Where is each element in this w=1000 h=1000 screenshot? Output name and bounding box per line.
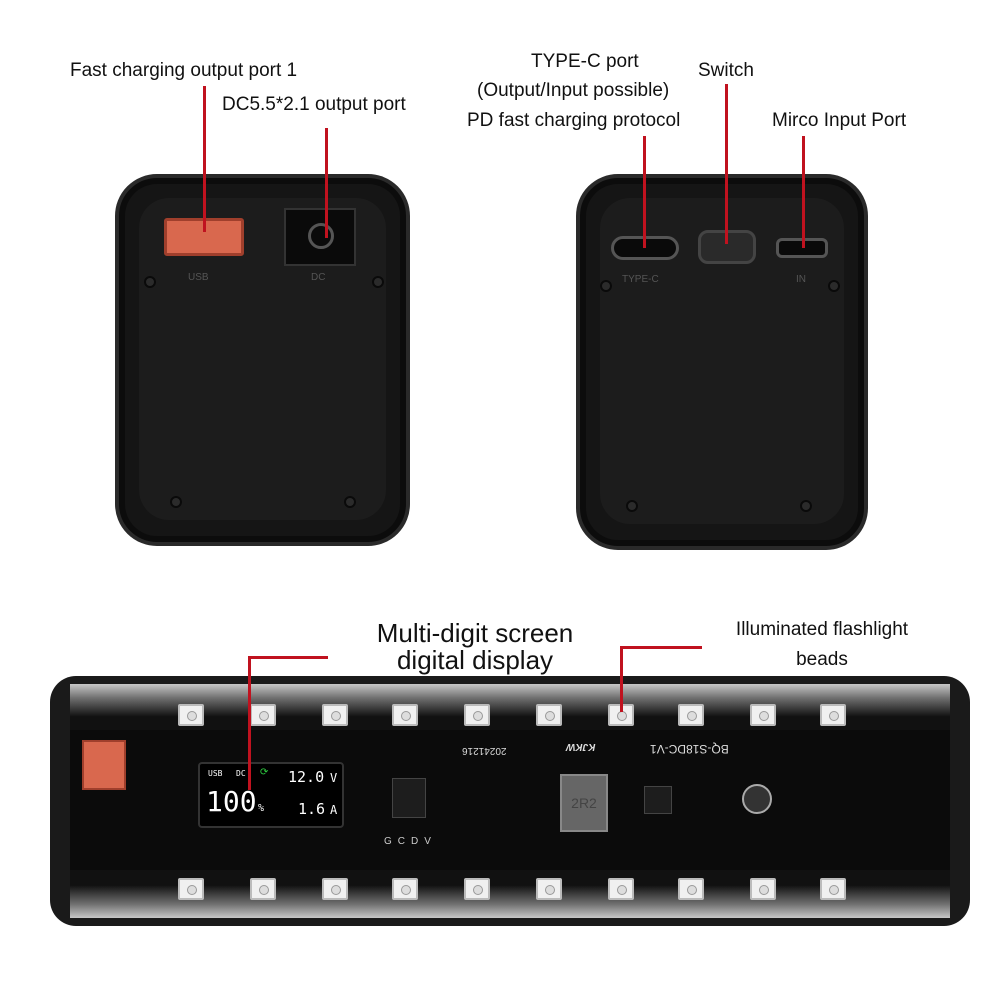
chip: [644, 786, 672, 814]
led-bead: [678, 704, 704, 726]
screw-icon: [828, 280, 840, 292]
label-display-line2: digital display: [396, 645, 554, 675]
dc-barrel-port: [284, 208, 356, 266]
pin-labels: G C D V: [384, 836, 431, 848]
display-current: 1.6: [298, 800, 326, 818]
label-beads-line2: beads: [796, 649, 848, 670]
display-percent: 100: [206, 785, 257, 818]
usb-a-port-pcb: [82, 740, 126, 790]
silk-date: 20241216: [462, 745, 507, 756]
led-bead: [392, 704, 418, 726]
led-bead: [608, 878, 634, 900]
pin-v: V: [424, 836, 431, 847]
led-bead: [250, 878, 276, 900]
display-percent-unit: %: [258, 803, 265, 814]
led-bead: [464, 704, 490, 726]
led-bead: [678, 878, 704, 900]
silk-dc: DC: [311, 272, 326, 283]
led-bead: [250, 704, 276, 726]
digital-display: USB DC ⟳ 100 % 12.0 V 1.6 A: [198, 762, 344, 828]
screw-icon: [626, 500, 638, 512]
callout-line: [248, 656, 251, 790]
led-bead: [536, 878, 562, 900]
silk-typec: TYPE-C: [622, 274, 659, 285]
label-dc-output-port: DC5.5*2.1 output port: [222, 94, 406, 115]
led-bead: [464, 878, 490, 900]
capacitor: [742, 784, 772, 814]
charging-icon: ⟳: [260, 767, 269, 778]
label-fast-charging-port: Fast charging output port 1: [70, 60, 298, 81]
led-bead: [322, 704, 348, 726]
pin-g: G: [384, 836, 392, 847]
pin-d: D: [411, 836, 419, 847]
silk-in: IN: [796, 274, 806, 285]
display-current-unit: A: [330, 803, 338, 817]
led-bead: [820, 704, 846, 726]
pin-c: C: [397, 836, 406, 847]
led-bead: [178, 704, 204, 726]
label-typec-line1: TYPE-C port: [531, 51, 639, 72]
display-dc: DC: [236, 769, 246, 778]
screw-icon: [144, 276, 156, 288]
led-bead: [750, 878, 776, 900]
callout-line: [325, 128, 328, 238]
callout-line: [802, 136, 805, 248]
callout-line: [620, 646, 623, 712]
callout-line: [620, 646, 702, 649]
led-bead: [820, 878, 846, 900]
screw-icon: [170, 496, 182, 508]
callout-line: [725, 84, 728, 244]
led-bead: [750, 704, 776, 726]
screw-icon: [344, 496, 356, 508]
label-beads-line1: Illuminated flashlight: [735, 619, 909, 640]
led-bead: [322, 878, 348, 900]
silk-usb: USB: [188, 272, 209, 283]
label-display-line1: Multi-digit screen: [376, 618, 574, 648]
display-voltage-unit: V: [330, 771, 338, 785]
silk-brand: KJKW: [566, 741, 596, 752]
chip: [392, 778, 426, 818]
screw-icon: [600, 280, 612, 292]
label-micro-input: Mirco Input Port: [772, 110, 907, 131]
led-bead: [178, 878, 204, 900]
display-usb: USB: [208, 769, 223, 778]
screw-icon: [372, 276, 384, 288]
screw-icon: [800, 500, 812, 512]
callout-line: [248, 656, 328, 659]
label-switch: Switch: [698, 60, 754, 81]
inductor: 2R2: [560, 774, 608, 832]
label-typec-line2: (Output/Input possible): [477, 80, 670, 101]
led-bead: [392, 878, 418, 900]
power-bank-end-cap-output: [115, 174, 410, 546]
label-typec-line3: PD fast charging protocol: [467, 110, 681, 131]
callout-line: [643, 136, 646, 248]
silk-board-id: BQ-S18DC-V1: [650, 742, 729, 756]
led-bead: [536, 704, 562, 726]
callout-line: [203, 86, 206, 232]
display-voltage: 12.0: [288, 768, 325, 786]
dc-barrel-socket: [308, 223, 334, 249]
